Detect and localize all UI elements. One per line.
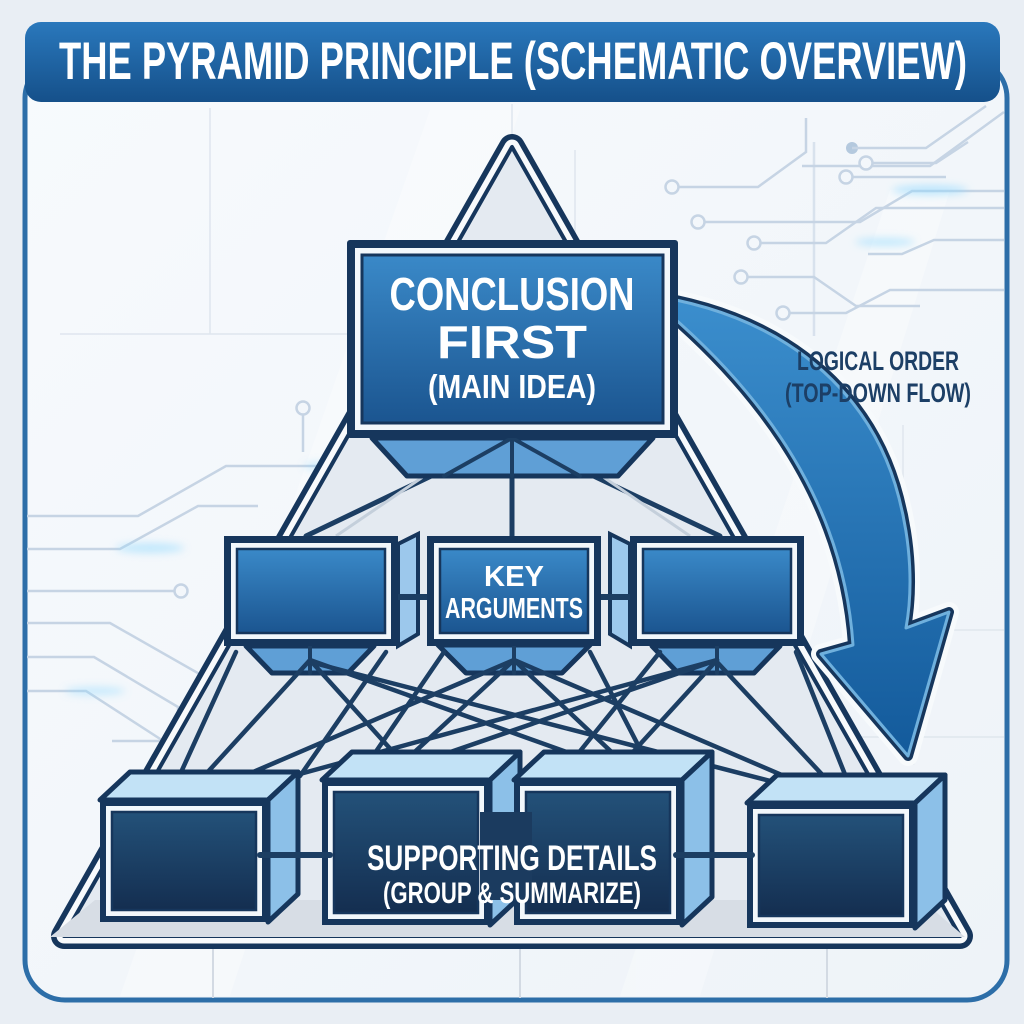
supporting-detail-cube-2 <box>319 749 523 928</box>
title-banner: THE PYRAMID PRINCIPLE (SCHEMATIC OVERVIE… <box>25 22 1000 102</box>
conclusion-node: CONCLUSION FIRST (MAIN IDEA) <box>347 240 678 479</box>
supporting-details-row: SUPPORTING DETAILS (GROUP & SUMMARIZE) <box>97 749 948 931</box>
diagram-title: THE PYRAMID PRINCIPLE (SCHEMATIC OVERVIE… <box>59 32 967 91</box>
key-argument-node-center: KEY ARGUMENTS <box>427 536 601 646</box>
supporting-detail-cube-4 <box>744 772 948 931</box>
key-arguments-line1: KEY <box>484 561 544 593</box>
logical-order-label: LOGICAL ORDER (TOP-DOWN FLOW) <box>785 346 971 408</box>
circuit-decoration-right <box>664 104 1005 336</box>
key-argument-node-right <box>630 536 804 646</box>
key-arguments-row: KEY ARGUMENTS <box>224 530 804 676</box>
key-argument-node-left <box>224 536 398 646</box>
right-node-side-face <box>608 530 632 650</box>
base-tick-lines <box>212 940 828 998</box>
supporting-details-line1: SUPPORTING DETAILS <box>367 839 657 878</box>
supporting-detail-cube-3 <box>511 749 715 928</box>
supporting-details-line2: (GROUP & SUMMARIZE) <box>383 877 641 910</box>
cube-bridge <box>480 812 532 900</box>
key-arguments-line2: ARGUMENTS <box>445 593 583 625</box>
logical-order-line2: (TOP-DOWN FLOW) <box>785 378 971 408</box>
conclusion-line1: CONCLUSION <box>390 268 635 320</box>
logical-order-line1: LOGICAL ORDER <box>797 346 959 376</box>
left-node-side-face <box>396 530 420 650</box>
conclusion-line2: FIRST <box>437 316 587 368</box>
conclusion-line3: (MAIN IDEA) <box>428 368 596 405</box>
connector-shadow-lines <box>335 466 691 538</box>
supporting-detail-cube-1 <box>97 769 301 925</box>
flow-arrow <box>657 290 959 766</box>
